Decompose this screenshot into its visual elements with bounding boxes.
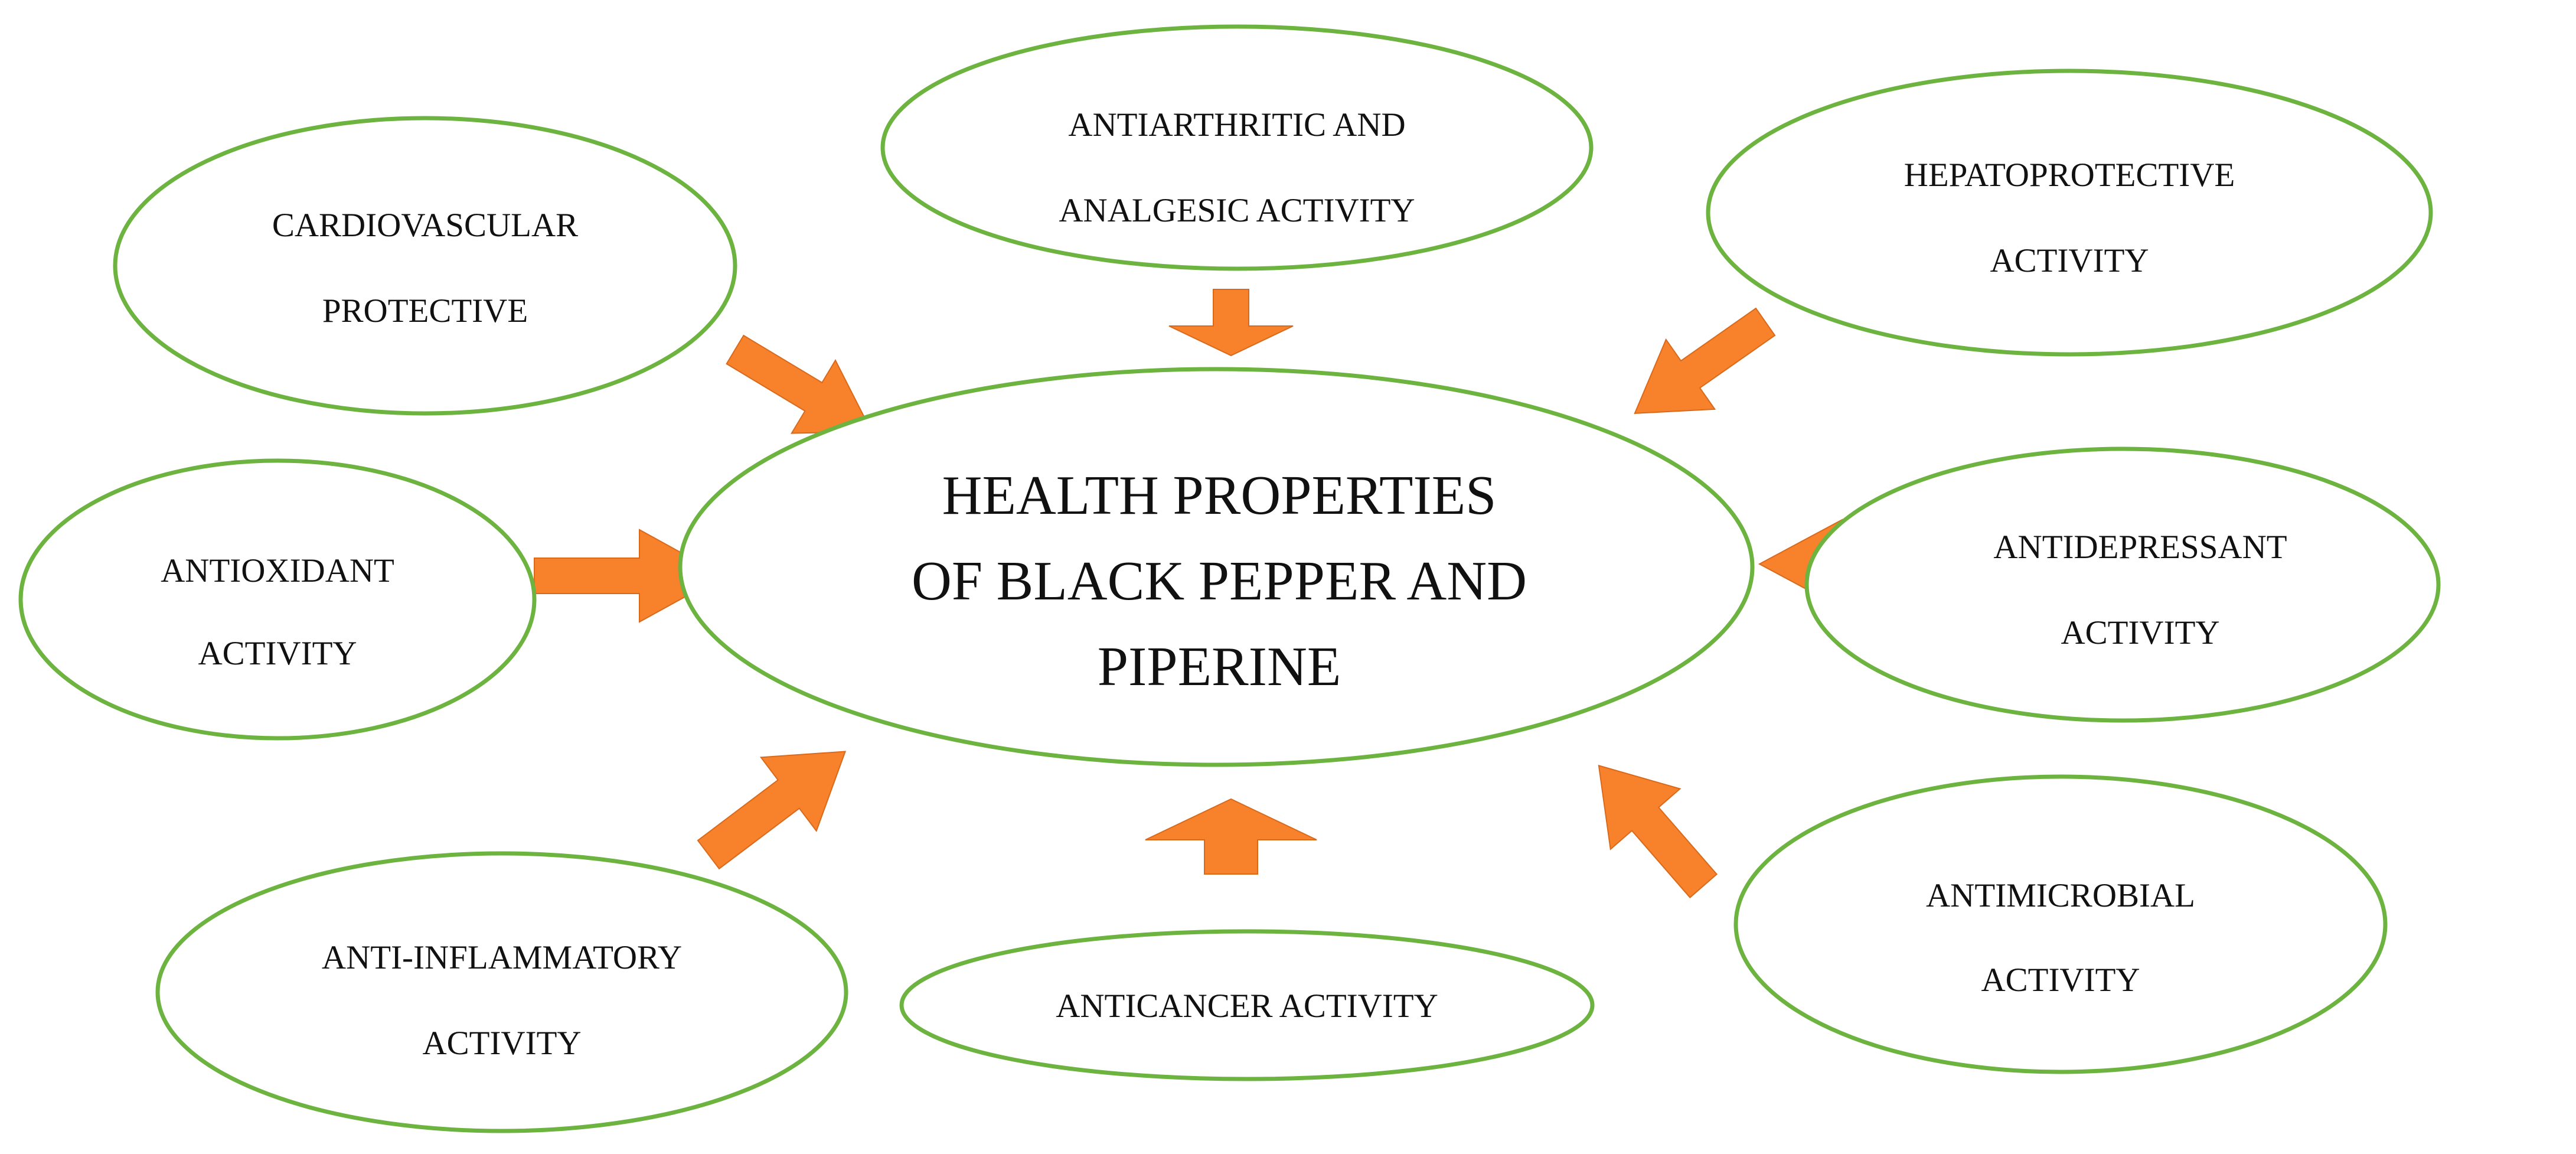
arrow-from-anti-inflammatory: [697, 751, 847, 870]
arrows: [534, 289, 1919, 899]
antioxidant-line-1: ANTIOXIDANT: [161, 552, 394, 589]
arrow-from-antioxidant: [534, 529, 725, 623]
hepatoprotective-line-1: HEPATOPROTECTIVE: [1904, 157, 2235, 194]
arrow-from-antiarthritic: [1168, 289, 1294, 357]
antidepressant-line-1: ANTIDEPRESSANT: [1993, 529, 2287, 566]
arrow-from-anticancer: [1145, 798, 1317, 875]
antidepressant-line-2: ACTIVITY: [2061, 614, 2219, 651]
cardiovascular-line-1: CARDIOVASCULAR: [272, 207, 578, 244]
node-hepatoprotective: HEPATOPROTECTIVE ACTIVITY: [1706, 69, 2433, 357]
arrow-from-antimicrobial: [1598, 764, 1718, 899]
node-antidepressant: ANTIDEPRESSANT ACTIVITY: [1804, 446, 2441, 723]
hepatoprotective-line-2: ACTIVITY: [1990, 242, 2149, 279]
anticancer-line-1: ANTICANCER ACTIVITY: [1056, 987, 1438, 1025]
antioxidant-line-2: ACTIVITY: [198, 635, 357, 672]
antimicrobial-line-2: ACTIVITY: [1981, 961, 2140, 999]
cardiovascular-line-2: PROTECTIVE: [322, 292, 528, 330]
node-anti-inflammatory: ANTI-INFLAMMATORY ACTIVITY: [155, 851, 848, 1133]
anti-inflammatory-line-1: ANTI-INFLAMMATORY: [322, 939, 682, 976]
antiarthritic-line-2: ANALGESIC ACTIVITY: [1059, 192, 1415, 229]
node-antiarthritic: ANTIARTHRITIC AND ANALGESIC ACTIVITY: [880, 24, 1594, 271]
node-anticancer: ANTICANCER ACTIVITY: [899, 929, 1595, 1081]
node-cardiovascular: CARDIOVASCULAR PROTECTIVE: [113, 116, 737, 416]
node-antioxidant: ANTIOXIDANT ACTIVITY: [18, 458, 537, 741]
center-title-line-1: HEALTH PROPERTIES: [942, 465, 1497, 526]
center-node: HEALTH PROPERTIES OF BLACK PEPPER AND PI…: [678, 367, 1755, 767]
arrow-from-hepatoprotective: [1634, 307, 1776, 414]
antimicrobial-line-1: ANTIMICROBIAL: [1926, 877, 2195, 914]
center-title-line-2: OF BLACK PEPPER AND: [912, 550, 1527, 612]
antiarthritic-line-1: ANTIARTHRITIC AND: [1068, 106, 1405, 144]
anti-inflammatory-line-2: ACTIVITY: [422, 1025, 581, 1062]
center-title-line-3: PIPERINE: [1098, 636, 1341, 697]
node-antimicrobial: ANTIMICROBIAL ACTIVITY: [1733, 774, 2388, 1074]
